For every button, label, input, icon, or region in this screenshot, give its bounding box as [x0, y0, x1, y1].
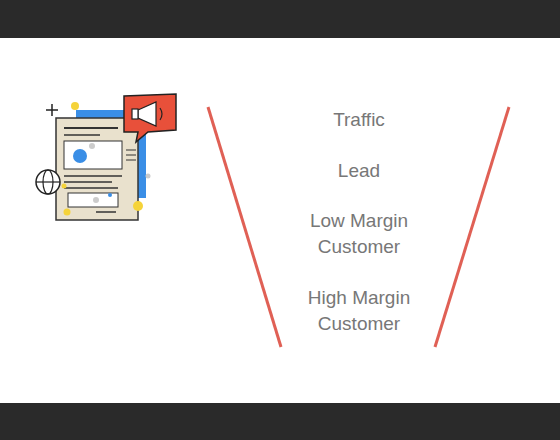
funnel-stage-label: Traffic — [294, 107, 424, 133]
marketing-icon — [36, 94, 176, 220]
funnel-side — [435, 107, 509, 347]
funnel-side — [208, 107, 281, 347]
funnel-stage-label: High Margin Customer — [294, 285, 424, 337]
funnel-stage-label: Low Margin Customer — [294, 208, 424, 260]
top-bar — [0, 0, 560, 38]
funnel-stage-label: Lead — [294, 158, 424, 184]
bottom-bar — [0, 403, 560, 440]
